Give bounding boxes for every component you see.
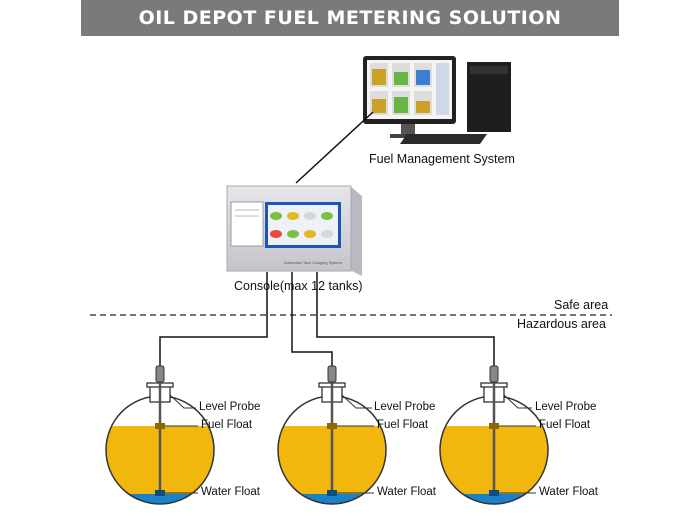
cables [159,272,495,366]
network-link [295,111,374,184]
tank-2-fuel-label: Fuel Float [377,419,429,431]
water-float [327,490,337,496]
title-banner: OIL DEPOT FUEL METERING SOLUTION [81,0,619,36]
keyboard [400,134,487,144]
page-title: OIL DEPOT FUEL METERING SOLUTION [138,7,562,29]
water-layer [106,494,214,504]
safe-area-label: Safe area [554,298,609,312]
water-layer [278,494,386,504]
probe-head [155,365,165,383]
tank-3-water-label: Water Float [539,486,599,498]
probe-head [489,365,499,383]
tank-3-fuel-label: Fuel Float [539,419,591,431]
probe-head [327,365,337,383]
tank-1-water-label: Water Float [201,486,261,498]
water-float [489,490,499,496]
fuel-float [489,423,499,429]
computer-icon [363,56,511,144]
fuel-float [327,423,337,429]
tank-1-fuel-label: Fuel Float [201,419,253,431]
hazardous-area-label: Hazardous area [517,317,606,331]
tank-3-probe-label: Level Probe [535,401,597,413]
console-printer [230,201,264,247]
tank-2-water-label: Water Float [377,486,437,498]
fuel-float [155,423,165,429]
tank-2 [277,365,387,505]
tank-2-probe-label: Level Probe [374,401,436,413]
tank-1 [105,365,215,505]
tank-1-probe-label: Level Probe [199,401,261,413]
water-float [155,490,165,496]
console-icon [226,185,362,276]
tank-3 [439,365,549,505]
fms-label: Fuel Management System [369,152,515,166]
water-layer [440,494,548,504]
console-label: Console(max 12 tanks) [234,279,363,293]
console-caption: Automatic Tank Gauging System [284,260,342,265]
